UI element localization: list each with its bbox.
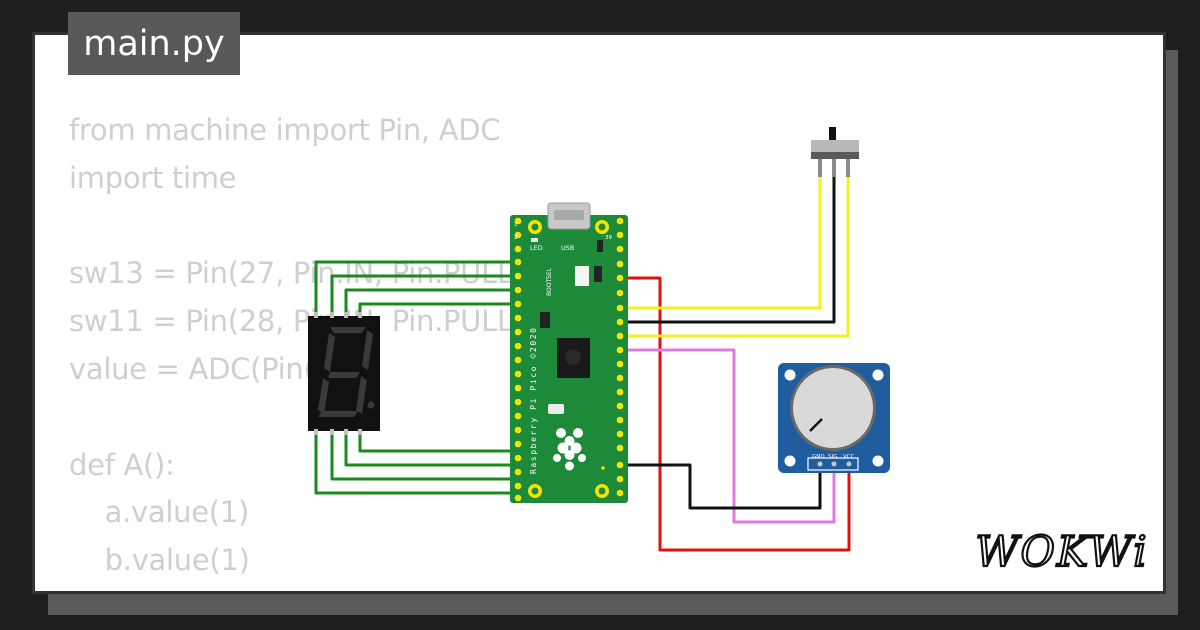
wire-black <box>620 175 836 324</box>
pot-pin-header <box>807 457 859 471</box>
pico-led <box>531 238 538 242</box>
led-label: LED <box>530 244 543 252</box>
wire-green <box>330 274 518 318</box>
pot-knob-indicator <box>809 418 823 432</box>
pin-2-label: 2 <box>514 235 518 241</box>
wire-green <box>358 426 518 453</box>
display-decimal-point <box>367 401 375 409</box>
display-pins <box>314 312 362 435</box>
pin-1-label: 1 <box>514 222 518 228</box>
pico-chip-small <box>540 312 550 328</box>
pot-pins <box>817 461 852 467</box>
pin-39-label: 39 <box>605 235 612 241</box>
pico-chip-small <box>594 266 602 282</box>
wire-green <box>358 302 518 318</box>
wire-red <box>620 276 851 552</box>
raspberry-pi-pico[interactable]: LED USB 1 2 39 BOOTSEL Raspberry Pi Pico… <box>510 202 628 503</box>
potentiometer[interactable]: GND SIG VCC <box>778 363 890 473</box>
code-line: def A(): <box>69 447 175 482</box>
pot-vcc-label: VCC <box>843 454 855 460</box>
mounting-holes <box>528 220 609 498</box>
code-line: a.value(1) <box>69 495 250 530</box>
wire-green <box>330 426 518 481</box>
switch-handle[interactable] <box>829 127 836 141</box>
code-preview: from machine import Pin, ADC import time s… <box>69 107 577 592</box>
wire-green <box>314 426 518 495</box>
raspberry-pi-logo <box>553 428 586 471</box>
switch-pins <box>818 159 850 177</box>
slide-switch[interactable] <box>811 127 859 177</box>
pico-pins-right <box>616 217 624 497</box>
wires <box>314 175 851 552</box>
bootsel-label: BOOTSEL <box>546 267 553 296</box>
wire-yellow <box>620 175 822 310</box>
code-line: from machine import Pin, ADC <box>69 113 501 147</box>
switch-base <box>811 152 859 159</box>
filename-tab[interactable]: main.py <box>68 12 240 75</box>
pico-pins-left <box>514 217 522 502</box>
pot-sig-label: SIG <box>828 454 837 460</box>
wire-green <box>344 426 518 467</box>
wire-green <box>344 288 518 318</box>
seven-segment-display[interactable] <box>308 312 380 435</box>
pot-mount-holes <box>784 369 884 467</box>
pico-testpoint <box>601 466 605 470</box>
usb-label: USB <box>561 244 574 252</box>
code-line: import time <box>69 160 237 195</box>
pot-gnd-label: GND <box>812 454 825 460</box>
rp2040-logo <box>565 349 581 365</box>
wire-green <box>314 260 518 318</box>
code-line: b.value(1) <box>69 543 250 578</box>
wire-violet <box>620 348 836 524</box>
display-segments <box>318 327 373 417</box>
wire-yellow <box>620 175 850 338</box>
bootsel-button[interactable] <box>575 266 589 286</box>
pico-flash <box>548 404 564 414</box>
wokwi-logo[interactable]: WOKWi <box>975 522 1150 582</box>
usb-port <box>554 210 584 220</box>
code-line: sw13 = Pin(27, Pin.IN, Pin.PULL_UP) <box>69 256 577 291</box>
pot-knob[interactable] <box>793 368 873 448</box>
wokwi-logo-text: WOKWi <box>975 527 1148 576</box>
code-line: c.value(1) <box>69 585 576 592</box>
wire-black <box>620 462 822 510</box>
pico-board-text: Raspberry Pi Pico ©2020 <box>529 326 538 474</box>
pico-chip-small <box>597 240 603 252</box>
